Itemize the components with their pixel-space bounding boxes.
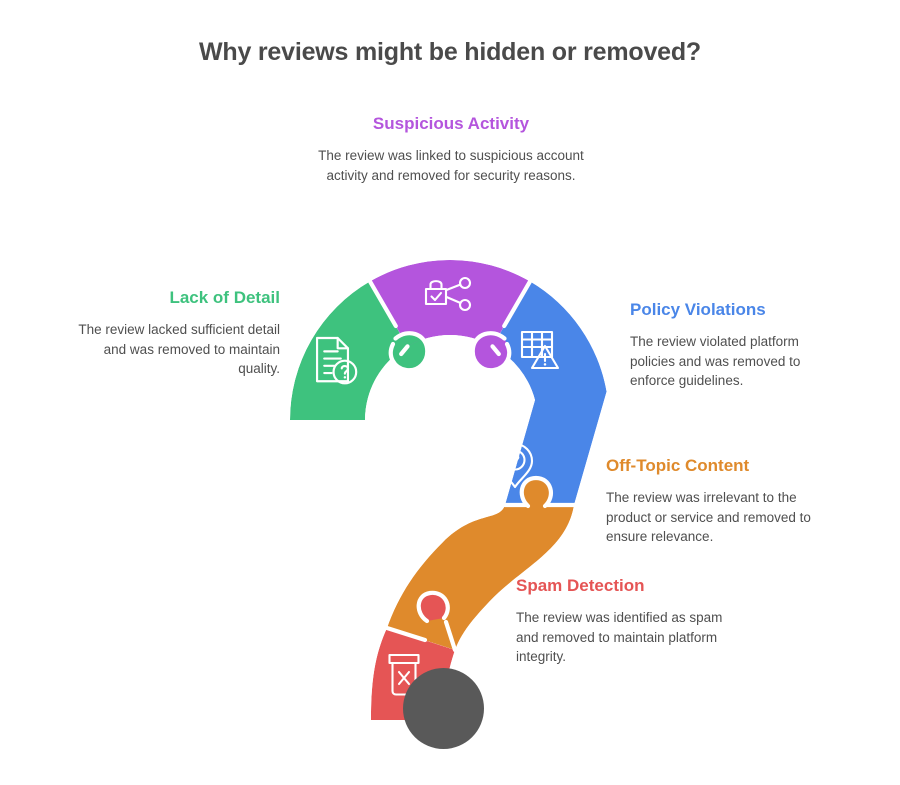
- puzzle-knob-orange-top: [521, 478, 551, 506]
- map-pin-question-icon: [496, 442, 534, 489]
- page-title: Why reviews might be hidden or removed?: [198, 38, 701, 66]
- section-body-lack-of-detail: The review lacked sufficient detail and …: [78, 322, 280, 376]
- section-spam-detection: Spam Detection The review was identified…: [516, 576, 736, 666]
- document-question-icon: [315, 336, 358, 385]
- section-body-spam-detection: The review was identified as spam and re…: [516, 610, 723, 664]
- section-policy-violations: Policy Violations The review violated pl…: [630, 300, 846, 390]
- section-title-policy-violations: Policy Violations: [630, 300, 766, 319]
- grid-warning-icon: [520, 330, 560, 370]
- puzzle-knob-green: [390, 333, 428, 371]
- lock-share-icon: [424, 276, 472, 312]
- section-title-spam-detection: Spam Detection: [516, 576, 645, 595]
- section-body-suspicious-activity: The review was linked to suspicious acco…: [318, 148, 584, 183]
- section-suspicious-activity: Suspicious Activity The review was linke…: [315, 114, 587, 185]
- section-lack-of-detail: Lack of Detail The review lacked suffici…: [62, 288, 280, 378]
- section-off-topic-content: Off-Topic Content The review was irrelev…: [606, 456, 836, 546]
- section-title-suspicious-activity: Suspicious Activity: [372, 114, 530, 133]
- puzzle-piece-lack-of-detail: [290, 281, 428, 420]
- question-mark-dot: [403, 668, 484, 749]
- section-title-lack-of-detail: Lack of Detail: [169, 288, 280, 307]
- section-body-off-topic-content: The review was irrelevant to the product…: [606, 490, 811, 544]
- section-title-off-topic-content: Off-Topic Content: [606, 456, 750, 475]
- question-mark-puzzle-graphic: [275, 250, 625, 760]
- section-body-policy-violations: The review violated platform policies an…: [630, 334, 801, 388]
- puzzle-knob-red: [418, 592, 448, 621]
